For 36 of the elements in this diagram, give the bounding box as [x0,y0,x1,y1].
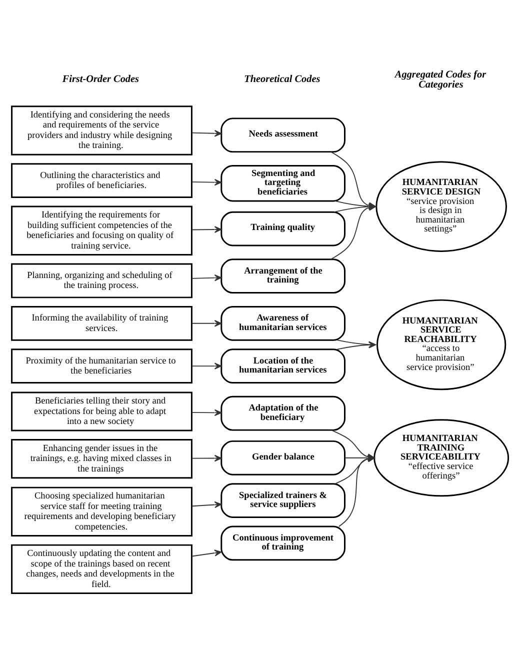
arrow [191,178,222,186]
node-box: Specialized trainers & service suppliers [220,482,346,518]
node-box: Needs assessment [220,117,346,152]
arrow [191,454,222,462]
label: Aggregated Codes for Categories [394,68,486,90]
arrow [191,549,222,556]
label: Theoretical Codes [244,74,320,85]
arrow [191,226,222,232]
node-box: Planning, organizing and scheduling of the training process. [11,262,192,298]
label: First-Order Codes [62,74,140,85]
node-box: Continuous improvement of training [220,525,346,560]
arrow [191,320,222,326]
node-box: Arrangement of the training [220,258,346,294]
node-box: Segmenting and targeting beneficiaries [220,164,346,202]
node-box: Identifying the requirements for building sufficient competencies of the beneficiaries and focusing on quality of training service. [11,205,192,255]
node-box: Awareness of humanitarian services [220,305,346,340]
arrow [191,500,222,508]
node-box: Adaptation of the beneficiary [220,395,346,430]
node-box: Gender balance [220,440,346,475]
arrow [191,362,222,369]
arrow [191,408,222,416]
arrow [191,130,222,136]
node-ellipse: HUMANITARIAN SERVICE REACHABILITY “access to humanitarian service provision” [376,298,506,390]
arrow [191,274,222,281]
node-box: Proximity of the humanitarian service to the beneficiaries [11,348,192,383]
node-box: Enhancing gender issues in the trainings, e.g. having mixed classes in the trainings [11,438,192,478]
node-box: Outlining the characteristics and profiles of beneficiaries. [11,162,192,198]
node-box: Location of the humanitarian services [220,348,346,383]
node-box: Beneficiaries telling their story and expectations for being able to adapt into a new society [11,391,192,431]
node-ellipse: HUMANITARIAN SERVICE DESIGN “service provision is design in humanitarian settings” [376,160,507,252]
node-ellipse: HUMANITARIAN TRAINING SERVICEABILITY “effective service offerings” [374,418,510,496]
node-box: Continuously updating the content and scope of the trainings based on recent changes, needs and developments in the field. [11,544,192,594]
node-box: Training quality [220,210,346,246]
node-box: Choosing specialized humanitarian service staff for meeting training requirements and developing beneficiary competencies. [11,486,192,536]
node-box: Identifying and considering the needs and requirements of the service providers and industry while designing the training. [11,105,192,155]
node-box: Informing the availability of training services. [11,305,192,340]
